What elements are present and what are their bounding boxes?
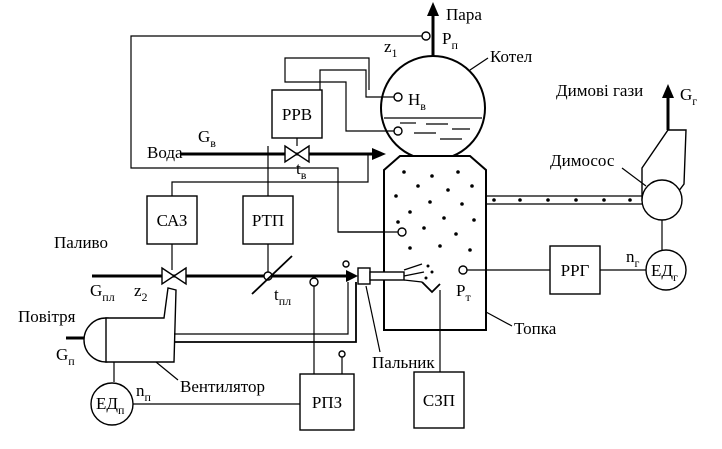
level-signal-line-upper (319, 69, 394, 98)
saz-signal-line (171, 154, 369, 196)
level-signal-line-lower (284, 57, 394, 132)
z2-label: z2 (134, 281, 148, 304)
szp-block (413, 371, 465, 429)
z1-label: z1 (384, 37, 398, 60)
burner (357, 263, 441, 294)
burner-pressure-sensor (342, 260, 350, 268)
saz-label: САЗ (157, 211, 188, 230)
boiler-drum (380, 55, 486, 161)
n-g-label: nг (626, 247, 640, 270)
furnace-pressure-label: Pт (456, 281, 471, 304)
air-duct (174, 282, 357, 343)
furnace-pressure-sensor (458, 265, 468, 275)
rrv-label: РРВ (282, 105, 312, 124)
exhauster-leader-line (621, 167, 647, 187)
fan-label: Вентилятор (180, 377, 265, 396)
fuel-throttle-valve (251, 255, 293, 295)
fuel-temp-label: tпл (274, 285, 291, 308)
rpz-label: РПЗ (312, 393, 342, 412)
furnace-body (383, 155, 487, 331)
ed-p-label: ЕДп (96, 394, 125, 417)
water-temp-label: tв (296, 159, 307, 182)
flue-flow-label: Gг (680, 85, 697, 108)
water-valve (284, 144, 310, 164)
rtp-label: РТП (252, 211, 284, 230)
burner-label: Пальник (372, 353, 435, 372)
rtp-regulator (242, 195, 294, 245)
boiler-label: Котел (490, 47, 533, 66)
fuel-label: Паливо (54, 233, 108, 252)
fan-leader-line (155, 361, 179, 381)
saz-regulator (146, 195, 198, 245)
flue-gas-label: Димові гази (556, 81, 643, 100)
n-p-label: nп (136, 381, 152, 404)
steam-label: Пара (446, 5, 482, 24)
air-duct-inner (174, 282, 349, 335)
water-label: Вода (147, 143, 183, 162)
exhauster-label: Димосос (550, 151, 615, 170)
steam-outlet (427, 2, 439, 60)
drum-water-level (384, 117, 482, 140)
air-flow-label: Gп (56, 345, 75, 368)
steam-pressure-label: Pп (442, 29, 458, 52)
level-label: Hв (408, 90, 426, 113)
burner-leader-line (365, 285, 381, 353)
air-pressure-sensor (338, 350, 346, 358)
boiler-leader-line (469, 57, 489, 71)
fuel-temp-sensor (309, 277, 319, 287)
fuel-arrow (346, 270, 358, 282)
fan (83, 287, 177, 363)
furnace-particles (394, 170, 476, 252)
fuel-shutoff-valve (161, 266, 187, 286)
fuel-flow-label: Gпл (90, 281, 115, 304)
flue-duct (486, 195, 642, 205)
water-arrow (372, 148, 386, 160)
furnace-label: Топка (514, 319, 557, 338)
water-flow-label: Gв (198, 127, 216, 150)
furnace-leader-line (485, 311, 513, 327)
flue-gas-outlet (662, 84, 674, 130)
rrg-regulator (549, 245, 601, 295)
steam-pressure-sensor (421, 31, 431, 41)
level-sensor-lower (393, 126, 403, 136)
rrg-label: РРГ (561, 261, 590, 280)
rrv-regulator (271, 89, 323, 139)
szp-label: СЗП (423, 391, 455, 410)
rpz-regulator (299, 373, 355, 431)
ed-g-label: ЕДг (651, 261, 678, 284)
exhauster (641, 129, 687, 221)
level-sensor-upper (393, 92, 403, 102)
furnace-sensor (397, 227, 407, 237)
air-label: Повітря (18, 307, 76, 326)
